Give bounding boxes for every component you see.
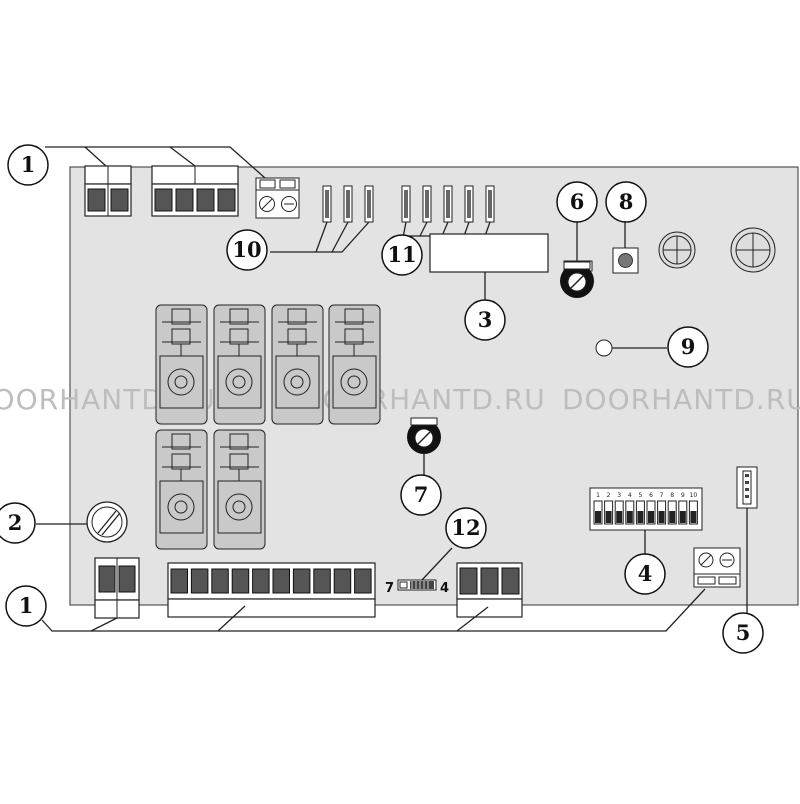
led-indicator bbox=[595, 339, 667, 357]
relay-2 bbox=[213, 304, 266, 425]
dip-switch-label: 5 bbox=[638, 492, 642, 499]
dip-switch-label: 10 bbox=[690, 492, 698, 499]
mounting-hole-2 bbox=[730, 227, 776, 273]
terminal-block-top-2pin bbox=[84, 165, 132, 217]
terminal-block-bottom-10pin bbox=[167, 562, 376, 618]
callout-2: 2 bbox=[0, 502, 36, 544]
dip-switch-label: 3 bbox=[617, 492, 621, 499]
dip-switch-label: 1 bbox=[596, 492, 600, 499]
relay-5 bbox=[155, 429, 208, 550]
relay-6 bbox=[213, 429, 266, 550]
display-module bbox=[429, 233, 549, 273]
connector-5 bbox=[736, 466, 758, 613]
fuse bbox=[36, 501, 128, 543]
dip-switch-knob bbox=[679, 511, 686, 523]
svg-text:1: 1 bbox=[21, 152, 36, 177]
terminal-pin bbox=[170, 568, 188, 594]
potentiometer-middle bbox=[407, 417, 441, 475]
screw-terminal-top bbox=[255, 177, 300, 219]
svg-text:4: 4 bbox=[638, 561, 653, 586]
terminal-block-top-4pin bbox=[151, 165, 239, 217]
relay-3 bbox=[271, 304, 324, 425]
dip-switch-label: 8 bbox=[670, 492, 674, 499]
svg-text:6: 6 bbox=[570, 189, 585, 214]
callout-1-top: 1 bbox=[7, 144, 49, 186]
dip-switch-label: 2 bbox=[607, 492, 611, 499]
svg-text:3: 3 bbox=[478, 307, 493, 332]
callout-1-bottom-leaders bbox=[41, 588, 706, 632]
dip-switch-knob bbox=[690, 511, 697, 523]
callout-8: 8 bbox=[605, 181, 647, 223]
terminal-block-bottom-3pin bbox=[456, 562, 523, 618]
dip-switch-knob bbox=[658, 511, 665, 523]
push-button bbox=[612, 222, 639, 274]
callout-3: 3 bbox=[464, 299, 506, 341]
terminal-pin bbox=[231, 568, 250, 594]
mounting-hole-1 bbox=[658, 231, 696, 269]
jumper: 7 4 bbox=[385, 547, 453, 596]
terminal-pin bbox=[333, 568, 352, 594]
callout-7: 7 bbox=[400, 474, 442, 516]
connector-11-pins bbox=[401, 185, 495, 223]
terminal-pin bbox=[354, 568, 372, 594]
terminal-pin bbox=[313, 568, 331, 594]
dip-switch-label: 4 bbox=[628, 492, 632, 499]
dip-switch-knob bbox=[637, 511, 644, 523]
svg-text:12: 12 bbox=[451, 515, 480, 540]
dip-switch-label: 9 bbox=[681, 492, 685, 499]
jumper-label-right: 4 bbox=[440, 581, 449, 596]
svg-text:1: 1 bbox=[19, 593, 34, 618]
dip-switch-knob bbox=[669, 511, 676, 523]
watermark-right: DOORHANTD.RU bbox=[562, 383, 800, 416]
dip-switch-knob bbox=[626, 511, 633, 523]
callout-4: 4 bbox=[624, 553, 666, 595]
callout-10-leaders bbox=[270, 221, 370, 253]
relay-1 bbox=[155, 304, 208, 425]
terminal-pin bbox=[272, 568, 290, 594]
callout-12: 12 bbox=[445, 507, 487, 549]
callout-10: 10 bbox=[226, 229, 268, 271]
svg-text:10: 10 bbox=[232, 237, 261, 262]
dip-switch-knob bbox=[648, 511, 654, 523]
dip-switch-knob bbox=[595, 511, 601, 523]
dip-switch-knob bbox=[616, 511, 623, 523]
terminal-pin bbox=[252, 568, 270, 594]
callout-1-top-leaders bbox=[45, 146, 266, 179]
potentiometer-top bbox=[560, 222, 594, 298]
svg-text:5: 5 bbox=[736, 620, 751, 645]
callout-9: 9 bbox=[667, 326, 709, 368]
jumper-label-left: 7 bbox=[385, 581, 394, 596]
callout-5: 5 bbox=[722, 612, 764, 654]
terminal-block-bottom-2pin bbox=[94, 557, 140, 619]
relay-4 bbox=[328, 304, 381, 425]
callout-6: 6 bbox=[556, 181, 598, 223]
screw-terminal-bottom bbox=[693, 547, 741, 588]
svg-text:2: 2 bbox=[8, 510, 23, 535]
dip-switch-knob bbox=[605, 511, 612, 523]
svg-text:11: 11 bbox=[387, 242, 416, 267]
callout-11: 11 bbox=[381, 234, 423, 276]
dip-switch-label: 6 bbox=[649, 492, 653, 499]
connector-10-pins bbox=[322, 185, 374, 223]
svg-text:8: 8 bbox=[619, 189, 634, 214]
terminal-pin bbox=[190, 568, 209, 594]
terminal-pin bbox=[211, 568, 229, 594]
dip-switch-label: 7 bbox=[660, 492, 664, 499]
callout-1-bottom: 1 bbox=[5, 585, 47, 627]
svg-text:9: 9 bbox=[681, 334, 696, 359]
svg-text:7: 7 bbox=[414, 482, 429, 507]
terminal-pin bbox=[292, 568, 311, 594]
